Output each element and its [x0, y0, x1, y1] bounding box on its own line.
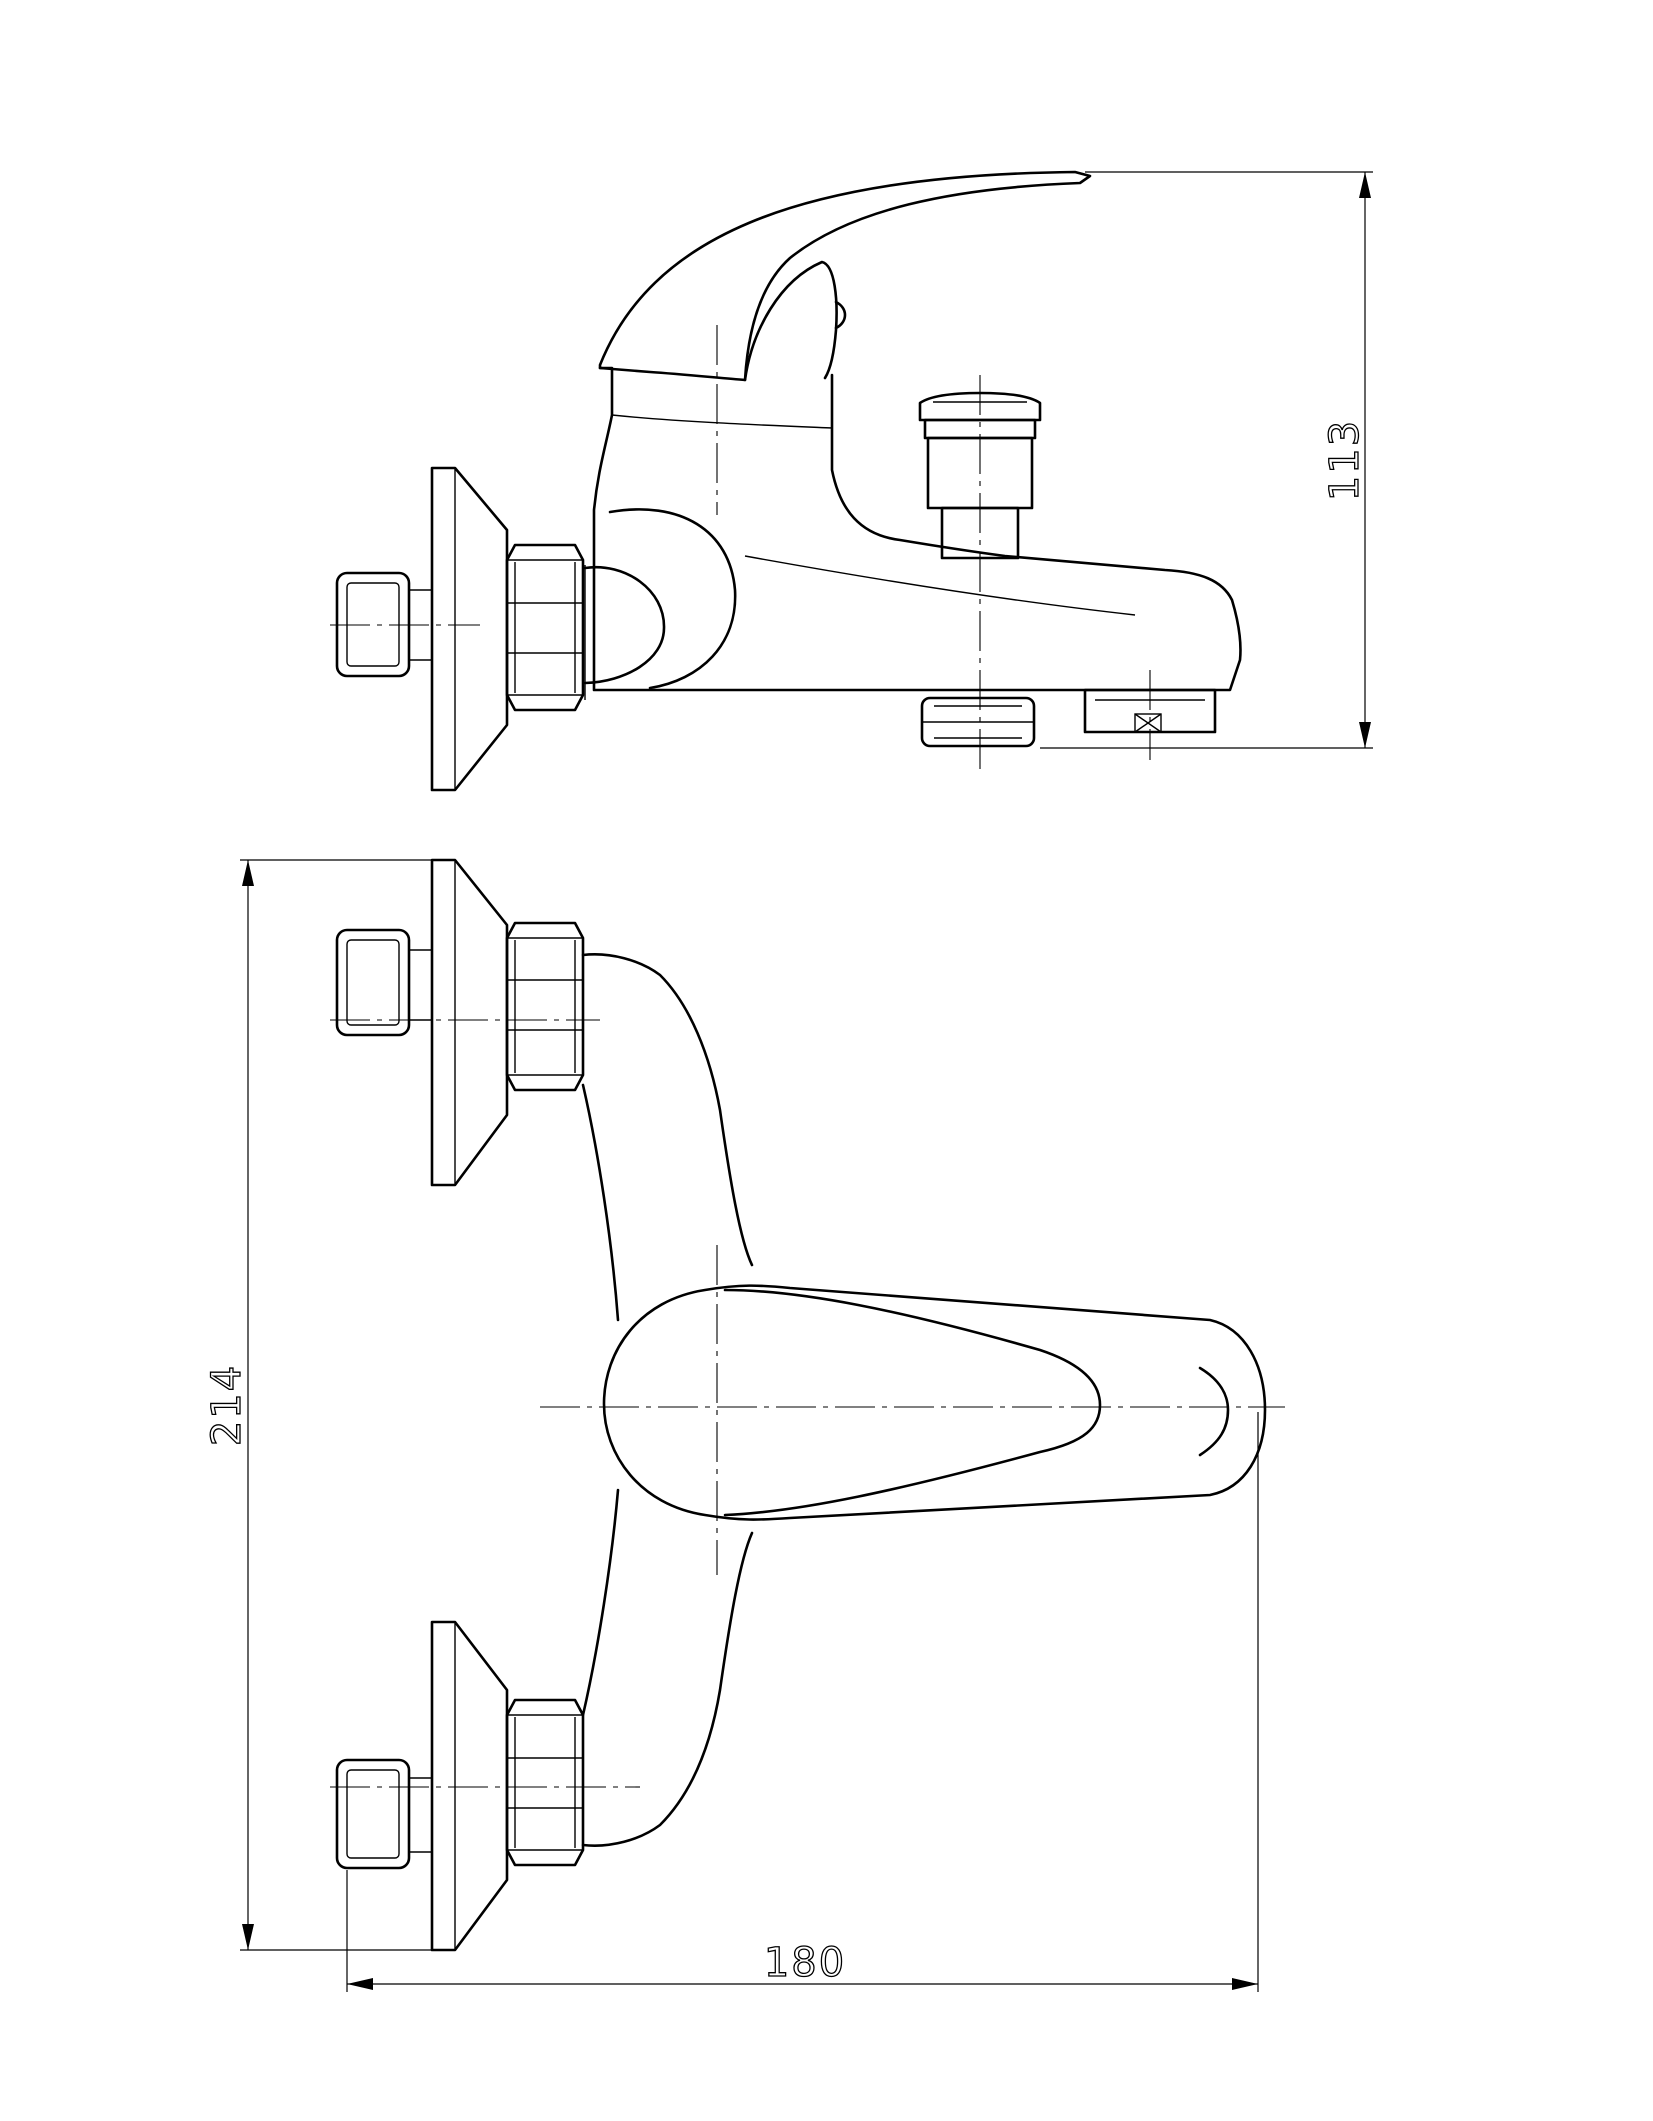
side-hex-nut: [505, 543, 585, 712]
top-lever-handle: [602, 1284, 1267, 1521]
top-view: [330, 858, 1285, 1952]
side-lever-handle: [598, 170, 1092, 382]
dimension-height-label: 113: [1322, 419, 1368, 501]
dimension-width-label: 180: [764, 1940, 846, 1986]
top-upper-inlet: [335, 858, 585, 1187]
dimension-height: 113: [1040, 171, 1373, 749]
side-diverter-knob: [918, 391, 1042, 560]
top-mixer-body: [581, 953, 754, 1847]
side-mixer-body: [583, 366, 1242, 700]
dimension-length: 214: [203, 859, 432, 1951]
side-wall-flange: [430, 466, 509, 792]
side-view: [330, 170, 1242, 792]
dimension-width: 180: [346, 1412, 1259, 1992]
side-outlet-nut: [920, 696, 1036, 748]
top-lower-inlet: [335, 1620, 585, 1952]
dimension-length-label: 214: [204, 1364, 250, 1446]
